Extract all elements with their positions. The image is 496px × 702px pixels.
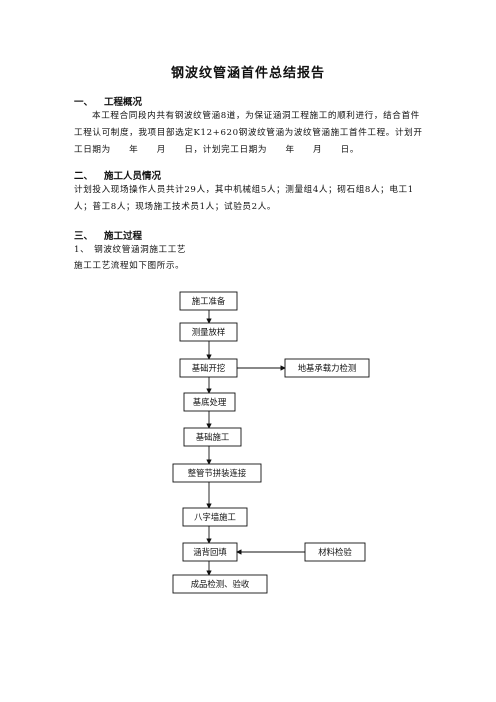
flow-box-frame — [179, 322, 238, 342]
flow-box-label: 基底处理 — [193, 397, 227, 407]
section-heading-2: 二、施工人员情况 — [74, 168, 161, 182]
section-number: 三、 — [74, 231, 94, 242]
flow-box-frame — [183, 392, 236, 412]
flow-box-label: 八字墙施工 — [194, 512, 236, 522]
section-number: 一、 — [74, 97, 94, 108]
flow-step-7: 八字墙施工 — [182, 507, 248, 527]
section-title: 施工过程 — [104, 231, 143, 242]
flow-box-frame — [172, 574, 268, 594]
flow-step-8: 涵背回填 — [182, 542, 238, 562]
section-heading-3: 三、施工过程 — [74, 228, 142, 242]
section-heading-1: 一、工程概况 — [74, 94, 142, 108]
flow-box-frame — [284, 358, 370, 378]
flow-box-label: 材料检验 — [318, 547, 352, 557]
flow-side-box-1: 地基承载力检测 — [284, 358, 370, 378]
section-title: 施工人员情况 — [104, 171, 162, 182]
flow-step-1: 施工准备 — [179, 291, 238, 311]
flow-box-frame — [183, 427, 242, 447]
flow-step-4: 基底处理 — [183, 392, 236, 412]
subheading: 1、 钢波纹管涵洞施工工艺 — [74, 245, 187, 255]
document-title: 钢波纹管涵首件总结报告 — [170, 66, 325, 81]
flow-box-label: 地基承载力检测 — [298, 363, 357, 373]
flow-box-frame — [304, 542, 366, 562]
flow-box-label: 测量放样 — [192, 327, 226, 337]
section-title: 工程概况 — [104, 97, 143, 108]
section-body-1: 本工程合同段内共有钢波纹管涵8道，为保证涵洞工程施工的顺利进行，结合首件工程认可… — [74, 111, 423, 155]
flow-step-6: 整管节拼装连接 — [172, 463, 262, 483]
section-number: 二、 — [74, 171, 94, 182]
flow-box-label: 涵背回填 — [193, 547, 227, 557]
flow-box-frame — [172, 463, 262, 483]
flow-step-5: 基础施工 — [183, 427, 242, 447]
flow-intro: 施工工艺流程如下图所示。 — [74, 261, 185, 271]
section-body-2: 计划投入现场操作人员共计29人，其中机械组5人；测量组4人；砌石组8人；电工1人… — [74, 185, 414, 212]
flow-step-9: 成品检测、验收 — [172, 574, 268, 594]
flow-box-frame — [182, 507, 248, 527]
flow-box-label: 成品检测、验收 — [191, 579, 250, 589]
flow-box-label: 施工准备 — [192, 296, 226, 306]
flow-box-label: 整管节拼装连接 — [188, 468, 247, 478]
flow-box-frame — [179, 291, 238, 311]
flow-step-2: 测量放样 — [179, 322, 238, 342]
flow-side-box-2: 材料检验 — [304, 542, 366, 562]
flow-step-3: 基础开挖 — [179, 358, 238, 378]
flow-box-label: 基础施工 — [196, 432, 230, 442]
flow-box-label: 基础开挖 — [192, 363, 226, 373]
